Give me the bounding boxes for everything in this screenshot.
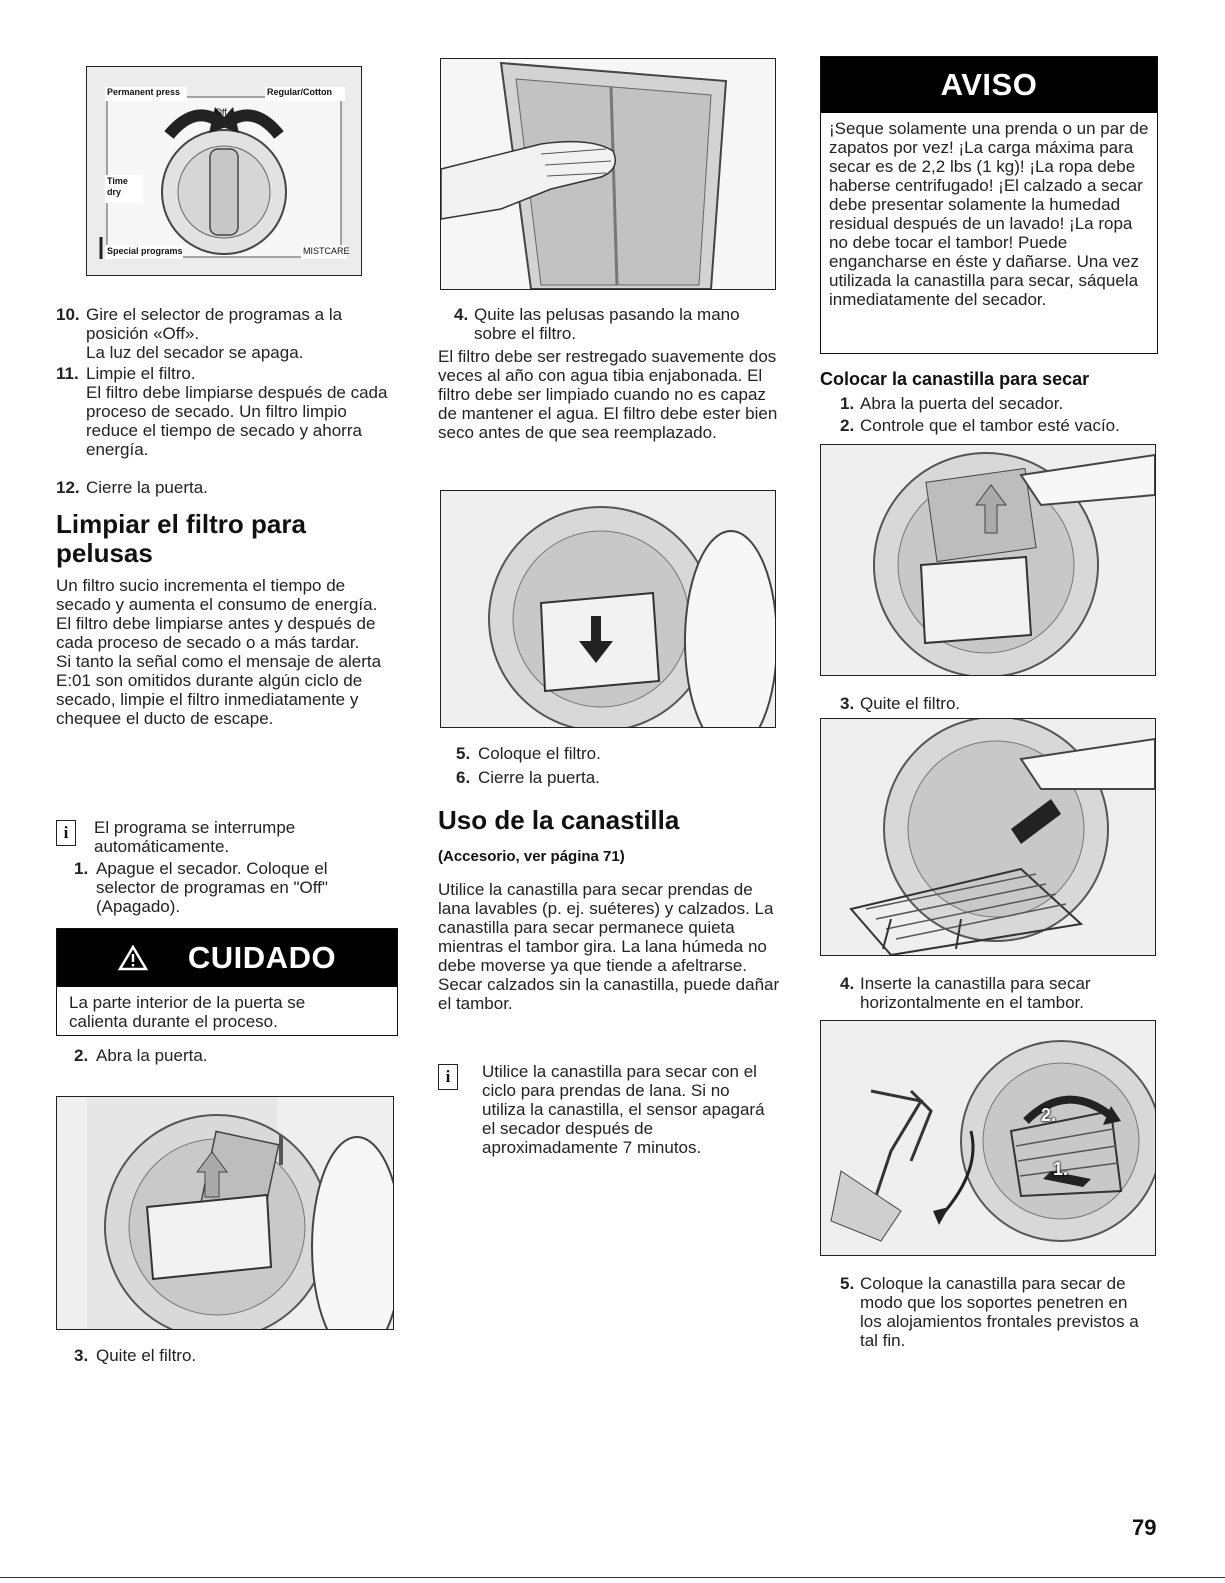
step-4-insert-basket: 4. Inserte la canastilla para secar hori… [840, 974, 1158, 1014]
figure-label-1: 1. [1053, 1159, 1069, 1179]
dial-label-regular-cotton: Regular/Cotton [267, 87, 332, 97]
step-11: 11. Limpie el filtro. El filtro debe lim… [56, 364, 398, 474]
remove-filter-figure-2 [820, 444, 1156, 676]
page-number: 79 [1132, 1515, 1157, 1540]
step-text: Abra la puerta. [96, 1046, 208, 1065]
basket-usage-text: Utilice la canastilla para secar prendas… [438, 880, 780, 1013]
section-subheading-accessory: (Accesorio, ver página 71) [438, 848, 625, 865]
step-number: 2. [840, 416, 855, 435]
step-number: 10. [56, 305, 80, 324]
caution-text: La parte interior de la puerta se calien… [69, 993, 306, 1031]
dial-label-mistcare: MISTCARE [303, 246, 350, 256]
step-number: 11. [56, 364, 79, 383]
notice-title: AVISO [940, 67, 1038, 102]
step-text: Controle que el tambor esté vacío. [860, 416, 1120, 435]
step-text: Apague el secador. Coloque el selector d… [96, 859, 328, 916]
info-note-interrupt: i El programa se interrumpe automáticame… [56, 818, 398, 860]
insert-basket-figure [820, 718, 1156, 956]
step-2-open-door: 2. Abra la puerta. [74, 1046, 394, 1066]
dial-label-off: Off [215, 107, 227, 117]
dial-label-special-programs: Special programs [107, 246, 183, 256]
drum-filter-illustration [57, 1097, 393, 1329]
drum-insert-filter-illustration [441, 491, 775, 727]
step-text: Cierre la puerta. [86, 478, 208, 497]
drum-remove-filter-illustration [821, 445, 1155, 675]
step-number: 2. [74, 1046, 89, 1065]
step-text: Coloque el filtro. [478, 744, 601, 763]
step-text: Quite las pelusas pasando la mano sobre … [474, 305, 740, 343]
step-number: 1. [840, 394, 855, 413]
footer-rule [0, 1577, 1225, 1578]
step-number: 5. [840, 1274, 855, 1293]
clean-filter-figure [440, 58, 776, 290]
hand-filter-illustration [441, 59, 775, 289]
program-dial-figure: Permanent press Regular/Cotton Off Time … [86, 66, 362, 276]
section-heading-place-basket: Colocar la canastilla para secar [820, 369, 1090, 389]
remove-filter-figure [56, 1096, 394, 1330]
step-number: 3. [840, 694, 855, 713]
notice-header: AVISO [821, 57, 1157, 113]
step-text: Quite el filtro. [96, 1346, 197, 1365]
warning-triangle-icon [117, 945, 148, 971]
step-number: 12. [56, 478, 80, 497]
dial-label-permanent-press: Permanent press [107, 87, 181, 97]
step-3-remove-filter-right: 3. Quite el filtro. [840, 694, 1158, 714]
step-text: Quite el filtro. [860, 694, 961, 713]
section-heading-lint-filter: Limpiar el filtro para pelusas [56, 509, 306, 568]
step-number: 5. [456, 744, 471, 763]
basket-supports-illustration [821, 1021, 1155, 1255]
lint-filter-intro: Un filtro sucio incrementa el tiempo de … [56, 576, 382, 728]
step-3-remove-filter: 3. Quite el filtro. [74, 1346, 394, 1366]
info-icon: i [56, 820, 76, 846]
program-dial-illustration [87, 67, 361, 275]
step-12: 12. Cierre la puerta. [56, 478, 398, 498]
caution-header: CUIDADO [57, 929, 397, 987]
step-text: Cierre la puerta. [478, 768, 600, 787]
step-2-check-drum: 2. Controle que el tambor esté vacío. [840, 416, 1158, 436]
step-1-turn-off: 1. Apague el secador. Coloque el selecto… [74, 859, 398, 919]
caution-box: CUIDADO La parte interior de la puerta s… [56, 928, 398, 1036]
figure-label-2: 2. [1041, 1105, 1057, 1125]
position-basket-figure: 2. 1. [820, 1020, 1156, 1256]
step-number: 4. [840, 974, 855, 993]
step-text: Gire el selector de programas a la posic… [86, 305, 343, 362]
step-number: 1. [74, 859, 89, 878]
dial-label-time-dry: Time dry [107, 176, 128, 197]
drum-basket-illustration [821, 719, 1155, 955]
info-note-wool-cycle: i Utilice la canastilla para secar con e… [438, 1062, 783, 1182]
step-text: Coloque la canastilla para secar de modo… [860, 1274, 1139, 1350]
step-text: Abra la puerta del secador. [860, 394, 1064, 413]
step-number: 3. [74, 1346, 89, 1365]
insert-filter-figure [440, 490, 776, 728]
note-text: El programa se interrumpe automáticament… [94, 818, 296, 856]
step-6-close-door: 6. Cierre la puerta. [438, 768, 778, 788]
step-text: Inserte la canastilla para secar horizon… [860, 974, 1091, 1012]
step-number: 4. [454, 305, 469, 324]
step-5-position-basket: 5. Coloque la canastilla para secar de m… [840, 1274, 1158, 1354]
step-5-place-filter: 5. Coloque el filtro. [438, 744, 778, 764]
note-text: Utilice la canastilla para secar con el … [482, 1062, 765, 1157]
info-icon: i [438, 1064, 458, 1090]
caution-title: CUIDADO [187, 940, 337, 975]
step-text: Limpie el filtro. El filtro debe limpiar… [86, 364, 388, 459]
notice-text: ¡Seque solamente una prenda o un par de … [829, 119, 1149, 309]
step-4-remove-lint: 4. Quite las pelusas pasando la mano sob… [438, 305, 778, 345]
section-heading-basket: Uso de la canastilla [438, 805, 680, 835]
filter-cleaning-text: El filtro debe ser restregado suavemente… [438, 347, 778, 442]
step-10: 10. Gire el selector de programas a la p… [56, 305, 398, 363]
step-number: 6. [456, 768, 471, 787]
step-1-open-door: 1. Abra la puerta del secador. [840, 394, 1158, 414]
notice-box: AVISO ¡Seque solamente una prenda o un p… [820, 56, 1158, 354]
